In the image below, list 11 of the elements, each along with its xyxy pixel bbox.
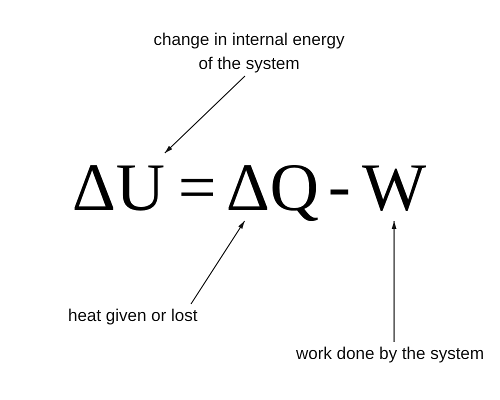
equation-operator: - xyxy=(328,151,351,219)
equation-term: W xyxy=(362,153,426,221)
leader-arrow xyxy=(190,220,246,304)
leader-arrow xyxy=(392,221,396,342)
annotation-text: change in internal energy of the system xyxy=(149,28,349,76)
annotation-text: work done by the system xyxy=(296,342,484,366)
equation-term: ΔQ xyxy=(226,153,319,221)
annotation-text: heat given or lost xyxy=(68,304,198,328)
equation-term: ΔU xyxy=(72,153,165,221)
equation-operator: = xyxy=(178,153,216,221)
leader-arrow xyxy=(164,76,246,154)
